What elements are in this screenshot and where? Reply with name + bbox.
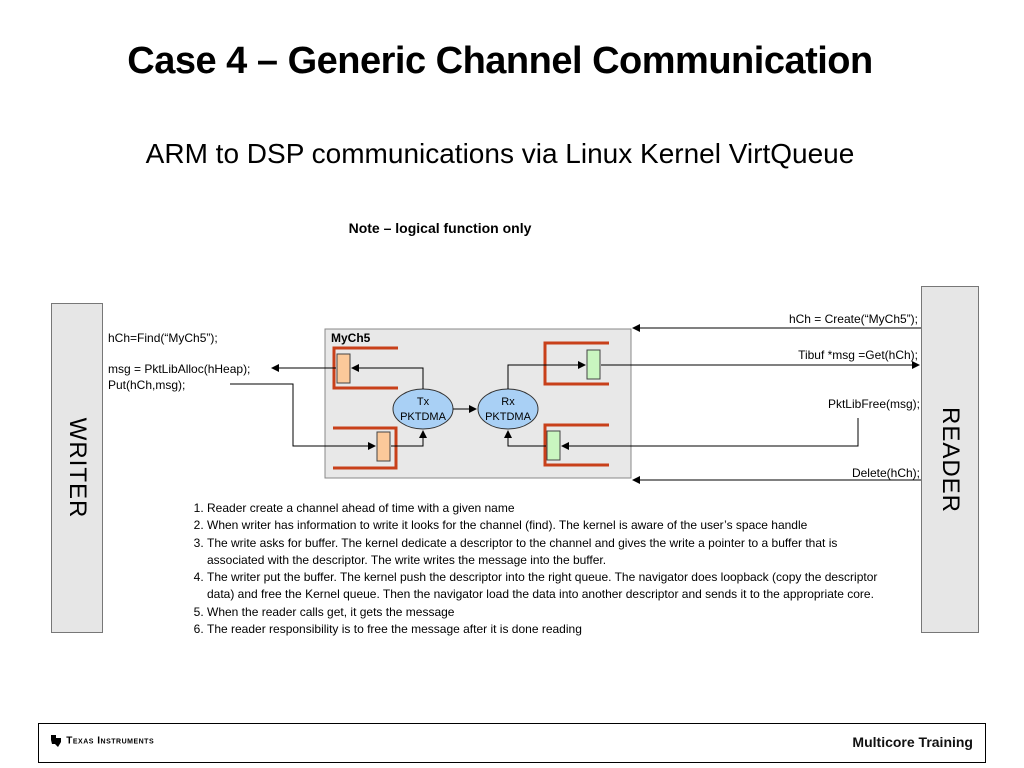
arrow-bottom-to-tx: [391, 430, 427, 447]
channel-box: [324, 328, 632, 479]
tx-pktdma-line2: PKTDMA: [400, 411, 447, 423]
list-item: Reader create a channel ahead of time wi…: [207, 500, 897, 517]
tx-pktdma-line1: Tx: [417, 396, 430, 408]
rx-pktdma: [477, 388, 539, 430]
reader-delete-call: Delete(hCh);: [851, 466, 920, 480]
channel-name: MyCh5: [331, 331, 371, 345]
list-item: The writer put the buffer. The kernel pu…: [207, 569, 897, 604]
list-item: The write asks for buffer. The kernel de…: [207, 535, 897, 570]
writer-find-call: hCh=Find(“MyCh5”);: [108, 331, 218, 345]
list-item: When the reader calls get, it gets the m…: [207, 604, 897, 621]
rx-buffer-top: [586, 349, 601, 380]
ti-logo: Texas Instruments: [49, 734, 154, 748]
list-item: The reader responsibility is to free the…: [207, 621, 897, 638]
reader-create-call: hCh = Create(“MyCh5”);: [788, 312, 918, 326]
queue-rx-top: [543, 341, 609, 386]
arrow-rx-to-top: [507, 361, 586, 389]
queue-rx-bottom: [543, 423, 609, 467]
writer-box: WRITER: [51, 303, 103, 633]
reader-get-call: Tibuf *msg =Get(hCh);: [798, 348, 918, 362]
footer-title: Multicore Training: [852, 734, 973, 750]
rx-pktdma-line1: Rx: [501, 396, 515, 408]
reader-box: READER: [921, 286, 979, 633]
arrow-tx-to-top: [351, 364, 424, 389]
reader-free-call: PktLibFree(msg);: [827, 397, 920, 411]
arrow-bottom-to-rx: [504, 430, 546, 447]
steps-list: Reader create a channel ahead of time wi…: [177, 500, 897, 638]
flow-arrows: [230, 324, 921, 484]
arrow-free: [561, 418, 859, 450]
ti-state-icon: [51, 735, 61, 747]
rx-pktdma-line2: PKTDMA: [485, 411, 532, 423]
writer-put-call: Put(hCh,msg);: [108, 378, 186, 392]
tx-buffer-top: [336, 353, 351, 384]
footer-bar: Texas Instruments Multicore Training: [38, 723, 986, 763]
arrow-put: [230, 383, 376, 450]
list-item: When writer has information to write it …: [207, 517, 897, 534]
ti-logo-text: Texas Instruments: [66, 735, 155, 747]
page-title: Case 4 – Generic Channel Communication: [127, 40, 873, 82]
tx-buffer-bottom: [376, 431, 391, 462]
page-subtitle: ARM to DSP communications via Linux Kern…: [145, 138, 855, 169]
note-text: Note – logical function only: [348, 220, 532, 236]
writer-alloc-call: msg = PktLibAlloc(hHeap);: [108, 362, 251, 376]
tx-pktdma: [392, 388, 454, 430]
queue-tx-bottom: [333, 426, 398, 470]
rx-buffer-bottom: [546, 430, 561, 461]
